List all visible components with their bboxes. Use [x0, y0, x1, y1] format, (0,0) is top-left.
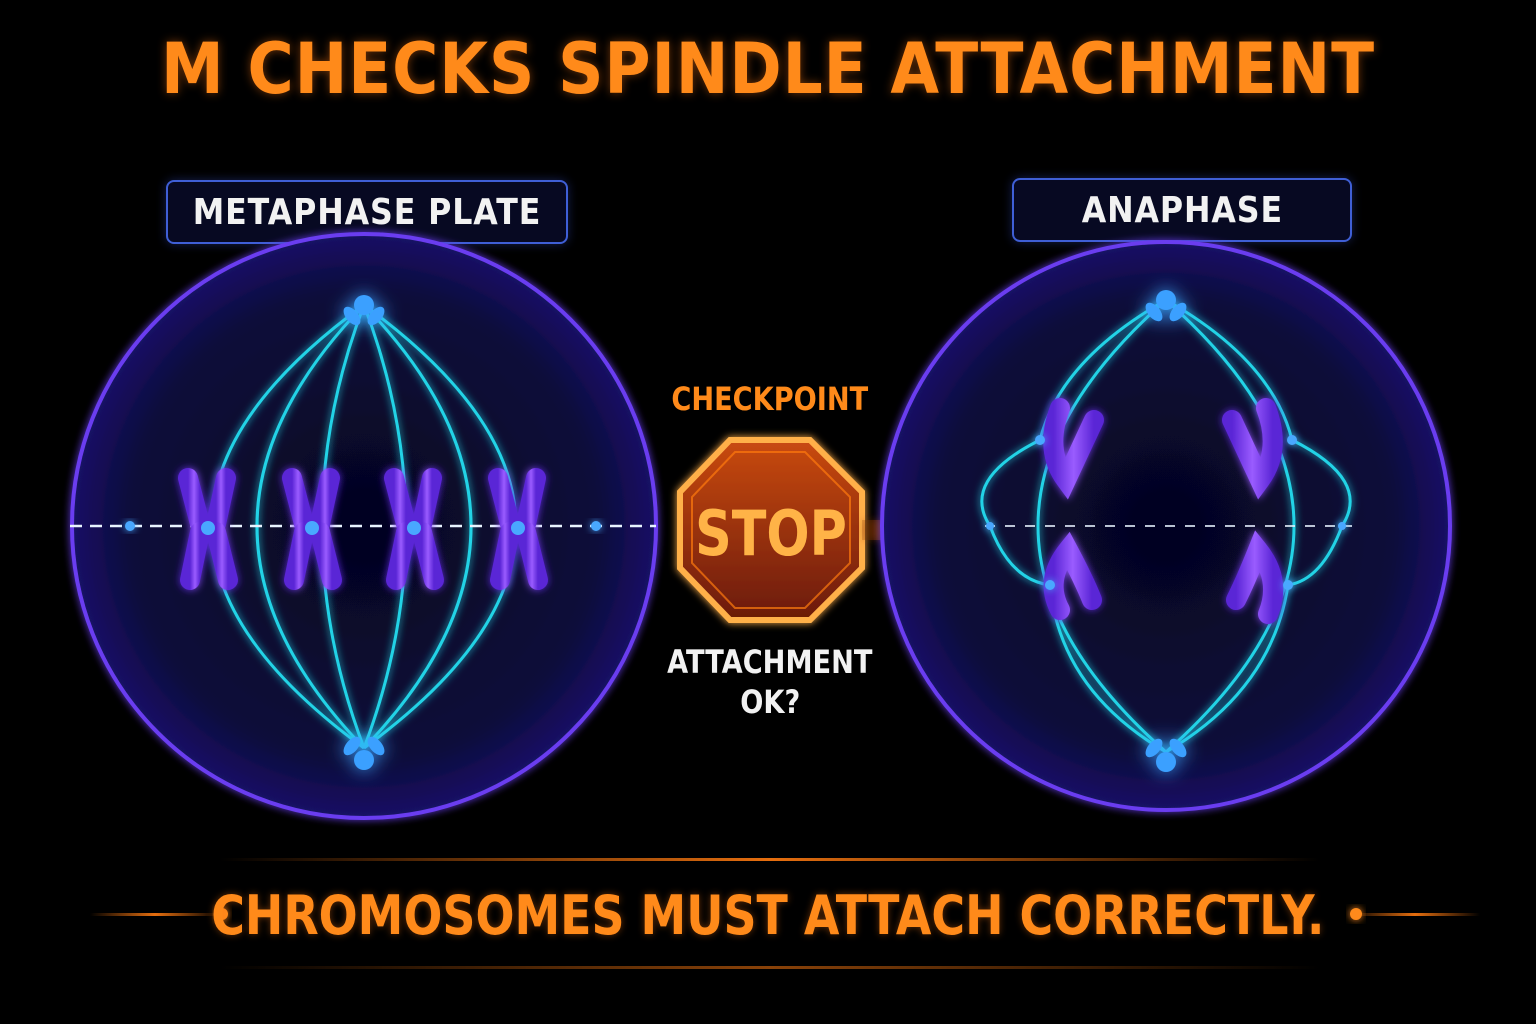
chromatid [1222, 398, 1283, 500]
chromatid [1043, 531, 1102, 620]
metaphase-label: METAPHASE PLATE [166, 180, 568, 244]
centrosome-top [343, 295, 385, 326]
checkpoint-label: CHECKPOINT [671, 380, 869, 418]
metaphase-cell [70, 232, 658, 820]
chromatid [1043, 398, 1104, 500]
chromatid [1226, 530, 1284, 624]
centrosome-bottom [1145, 738, 1187, 772]
stop-sign-text: STOP [695, 498, 847, 570]
attachment-question: ATTACHMENT OK? [667, 643, 873, 721]
chromosome [282, 468, 342, 590]
diagram-title: M CHECKS SPINDLE ATTACHMENT [161, 28, 1375, 110]
chromosome [178, 468, 238, 590]
anaphase-cell [880, 240, 1452, 812]
centrosome-top [1145, 290, 1187, 322]
chromosome [488, 468, 548, 590]
centrosome-bottom [343, 736, 385, 770]
footer-caption: CHROMOSOMES MUST ATTACH CORRECTLY. [211, 884, 1325, 947]
stop-sign [677, 437, 865, 623]
footer-decoration [90, 858, 1480, 969]
anaphase-label: ANAPHASE [1012, 178, 1352, 242]
chromosome [384, 468, 444, 590]
